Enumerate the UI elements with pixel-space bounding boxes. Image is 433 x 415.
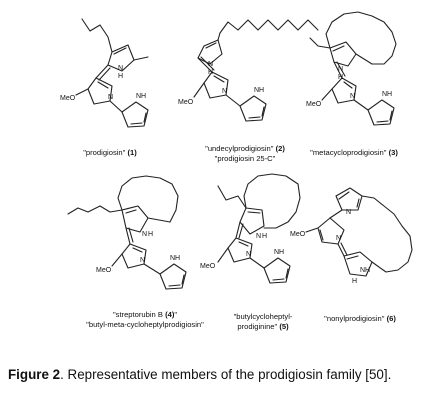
atom-n-1: N	[118, 65, 123, 72]
structure-butylcycloheptyl-prodiginine	[217, 173, 301, 284]
atom-nh-3: NH	[382, 91, 392, 98]
compound-number-3: (3)	[388, 148, 398, 157]
atom-h-6: H	[352, 278, 357, 285]
substituent-meo-5: MeO	[200, 263, 216, 270]
compound-name-5-line2: prodiginine"	[237, 322, 278, 331]
compound-name-3: "metacycloprodigiosin"	[310, 148, 387, 157]
prodigiosin-structures-figure: N H N MeO NH N H N MeO NH	[60, 11, 413, 290]
compound-label-2: "undecylprodigiosin" (2) "prodigiosin 25…	[170, 144, 320, 164]
substituent-meo-6: MeO	[290, 231, 306, 238]
substituent-meo-1: MeO	[60, 95, 76, 102]
compound-altname-4: "butyl-meta-cycloheptylprodigiosin"	[86, 320, 204, 329]
atom-nh-1: NH	[136, 93, 146, 100]
compound-label-4: "streptorubin B (4)" "butyl-meta-cyclohe…	[60, 310, 230, 330]
compound-altname-2: "prodigiosin 25-C"	[214, 154, 276, 163]
compound-name-5: "butylcycloheptyl-	[233, 312, 293, 321]
atom-h-3: H	[338, 74, 343, 81]
atom-n-4: N	[142, 231, 147, 238]
substituent-meo-2: MeO	[178, 99, 194, 106]
compound-number-4: (4)	[165, 310, 175, 319]
compound-number-6: (6)	[386, 314, 396, 323]
substituent-meo-4: MeO	[96, 267, 112, 274]
substituent-meo-3: MeO	[306, 101, 322, 108]
compound-label-3: "metacycloprodigiosin" (3)	[284, 148, 424, 158]
atom-n-3: N	[338, 66, 343, 73]
structure-metacycloprodigiosin	[309, 11, 397, 126]
atom-h-5: H	[262, 233, 267, 240]
atom-n-5: N	[256, 233, 261, 240]
atom-nh-4: NH	[170, 255, 180, 262]
structure-undecylprodigiosin	[193, 19, 319, 122]
compound-label-5: "butylcycloheptyl- prodiginine" (5)	[218, 312, 308, 332]
atom-n-3b: N	[350, 93, 355, 100]
compound-name-6: "nonylprodigiosin"	[324, 314, 385, 323]
atom-nh-6: NH	[360, 267, 370, 274]
atom-nh-2: NH	[254, 87, 264, 94]
structure-nonylprodigiosin	[305, 187, 413, 277]
atom-h-4: H	[148, 231, 153, 238]
compound-label-1: "prodigiosin" (1)	[40, 148, 180, 158]
compound-label-6: "nonylprodigiosin" (6)	[300, 314, 420, 324]
structure-streptorubin-b	[67, 175, 187, 290]
atom-n-6: N	[346, 209, 351, 216]
atom-n-1b: N	[108, 94, 113, 101]
compound-number-2: (2)	[275, 144, 285, 153]
atom-n-2b: N	[222, 88, 227, 95]
atom-nh-5: NH	[274, 249, 284, 256]
atom-n-4b: N	[140, 257, 145, 264]
figure-caption-text: . Representative members of the prodigio…	[60, 367, 392, 382]
atom-h-1: H	[118, 73, 123, 80]
atom-n-5b: N	[246, 251, 251, 258]
compound-name-1: "prodigiosin"	[83, 148, 126, 157]
atom-n-2: N	[208, 61, 213, 68]
compound-name-2: "undecylprodigiosin"	[205, 144, 274, 153]
compound-name-4: "streptorubin B	[112, 310, 163, 319]
compound-name-4-suffix: "	[174, 310, 178, 319]
figure-label: Figure 2	[8, 367, 61, 382]
atom-n-6b: N	[336, 235, 341, 242]
figure-caption: Figure 2. Representative members of the …	[8, 366, 428, 384]
compound-number-1: (1)	[127, 148, 137, 157]
structure-prodigiosin	[75, 18, 149, 128]
atom-h-2: H	[208, 69, 213, 76]
compound-number-5: (5)	[279, 322, 289, 331]
